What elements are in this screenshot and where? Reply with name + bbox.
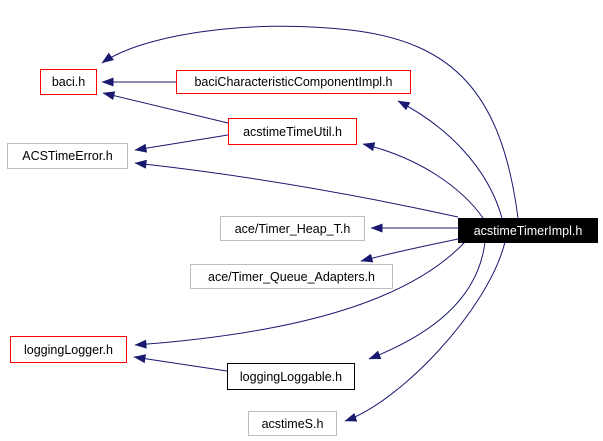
node-ace-timer-queue-adapters-h[interactable]: ace/Timer_Queue_Adapters.h xyxy=(190,264,393,289)
edge-timerimpl-to-acstimeerror xyxy=(134,159,459,218)
edge-timerimpl-to-acstimetimeutil xyxy=(362,142,484,219)
edge-timerimpl-to-loggingloggable xyxy=(368,241,486,360)
node-bacicharacteristiccomponentimpl-h[interactable]: baciCharacteristicComponentImpl.h xyxy=(176,70,411,94)
node-acstimetimeutil-h[interactable]: acstimeTimeUtil.h xyxy=(228,118,357,145)
node-acstimeerror-h[interactable]: ACSTimeError.h xyxy=(7,143,128,169)
node-logginglogger-h[interactable]: loggingLogger.h xyxy=(10,336,127,363)
node-baci-h[interactable]: baci.h xyxy=(40,69,97,95)
node-acstimetimerimpl-h-root: acstimeTimerImpl.h xyxy=(458,218,598,243)
node-acstimes-h[interactable]: acstimeS.h xyxy=(248,411,337,436)
edge-timerimpl-to-timer-queue-adapters xyxy=(360,238,459,263)
edge-acstimetimeutil-to-baci xyxy=(102,91,229,124)
node-ace-timer-heap-t-h[interactable]: ace/Timer_Heap_T.h xyxy=(220,216,365,241)
edge-acstimetimeutil-to-acstimeerror xyxy=(134,134,229,153)
edge-timerimpl-to-logginglogger xyxy=(134,241,466,349)
edge-timerimpl-to-baci xyxy=(101,25,519,219)
edge-timerimpl-to-bacicharacteristiccomponentimpl xyxy=(397,100,503,219)
node-loggingloggable-h[interactable]: loggingLoggable.h xyxy=(227,363,355,390)
edge-timerimpl-to-acstimes xyxy=(344,241,506,422)
edge-loggingloggable-to-logginglogger xyxy=(133,354,228,372)
